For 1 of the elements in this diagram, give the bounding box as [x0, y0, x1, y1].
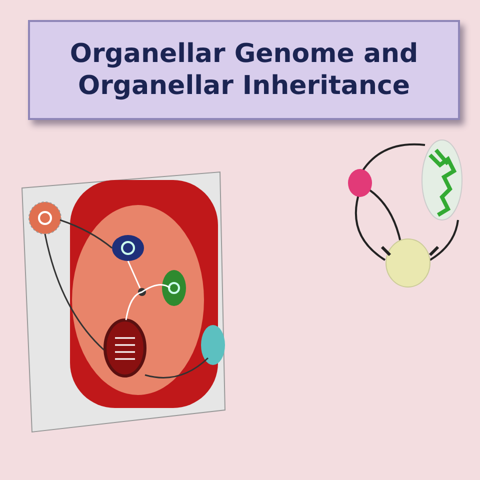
- slide-title: Organellar Genome and Organellar Inheritance: [68, 38, 420, 102]
